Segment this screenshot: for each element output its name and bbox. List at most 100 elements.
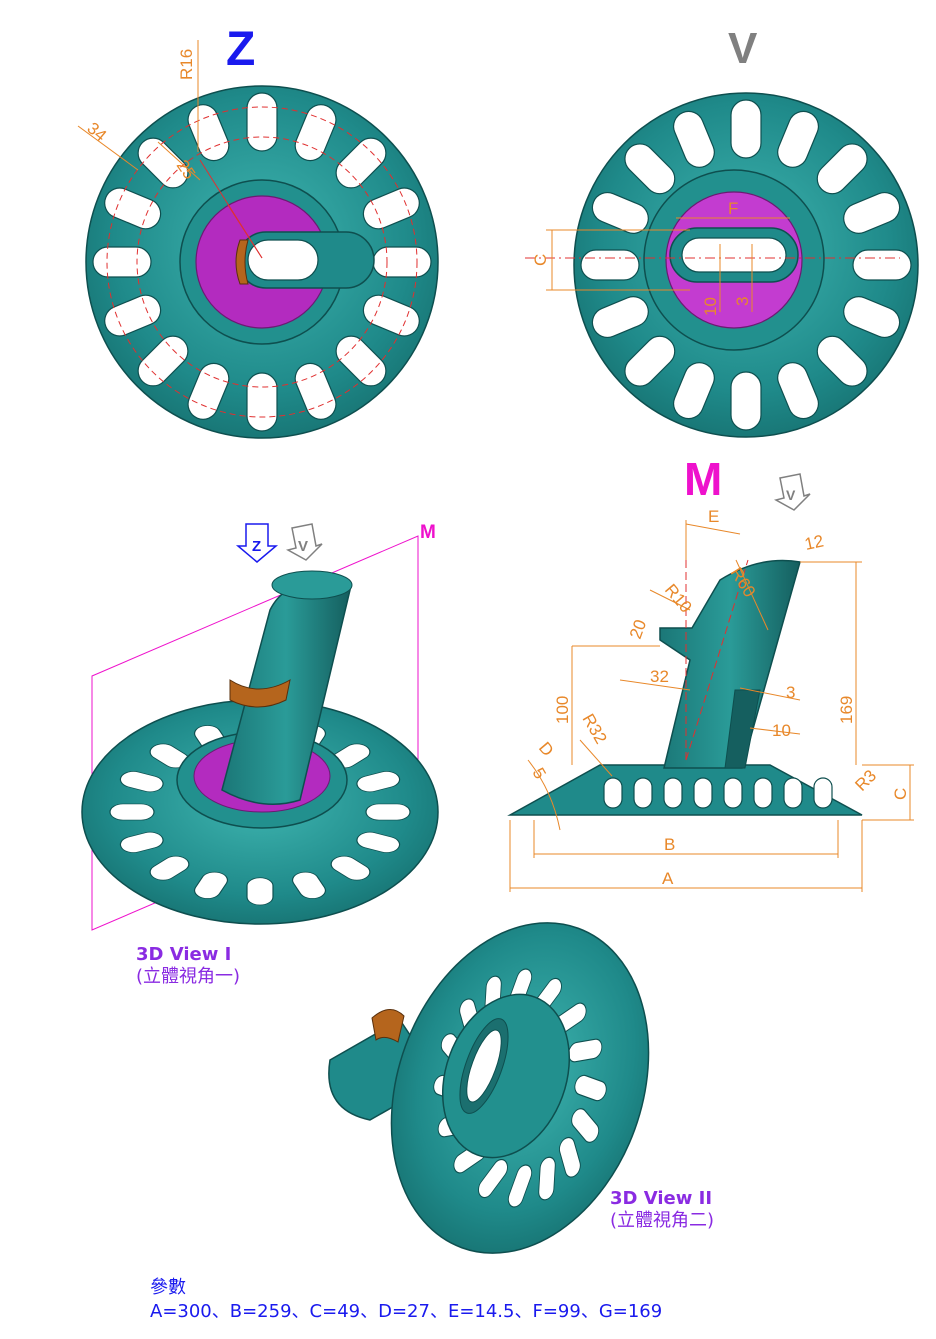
slot-hole [294,104,337,162]
m-dim-d: D [535,738,557,760]
slot-hole [330,855,371,881]
slot-hole [149,855,190,881]
slot-hole [246,372,278,432]
slot-hole [246,877,274,906]
slot-hole [852,249,912,281]
z-view-disk [77,40,439,439]
v-view-disk [525,92,919,438]
view3d-1-arrow-v-label: V [298,538,308,555]
slot-hole [246,92,278,152]
slot-hole [730,99,762,159]
v-dim-c: C [531,254,550,266]
slot-hole [574,1074,607,1102]
slot-hole [624,143,676,195]
slot-hole [356,831,401,853]
parameter-label: 參數 [150,1277,186,1298]
slot-hole [187,362,230,420]
m-view-label: M [684,453,723,505]
slot-hole [559,1136,581,1178]
view3d-1-caption: 3D View I (立體視角一) [136,944,240,988]
m-dim-12: 12 [803,531,825,554]
slot-hole [365,803,411,821]
slot-hole [730,371,762,431]
v-view-slots [580,99,912,431]
m-dim-10: 10 [772,721,791,740]
slot-hole [672,110,715,168]
slot-hole [104,294,162,337]
slot-hole [843,296,901,339]
m-dim-5: 5 [529,765,550,783]
parameter-block: 參數 A=300、B=259、C=49、D=27、E=14.5、F=99、G=1… [150,1276,662,1324]
slot-hole [624,335,676,387]
slot-hole [362,294,420,337]
z-dim-r16: R16 [177,49,196,80]
slot-hole [294,362,337,420]
slot-hole [356,771,401,793]
view3d-2-model [328,922,650,1254]
view3d-1-title: 3D View I [136,944,232,965]
view3d-2-caption: 3D View II (立體視角二) [610,1188,714,1232]
slot-hole [119,771,164,793]
v-dim-3: 3 [733,297,752,306]
z-view-label: Z [226,23,256,76]
slot-hole [92,246,152,278]
slot-hole [633,777,653,809]
slot-hole [104,187,162,230]
view3d-1-slots [109,718,411,906]
view3d-2-subtitle: (立體視角二) [610,1210,715,1231]
slot-hole [109,803,155,821]
slot-hole [137,137,189,189]
m-view-arrow-v-label: V [786,487,796,503]
slot-hole [362,187,420,230]
slot-hole [580,249,640,281]
slot-hole [816,143,868,195]
slot-hole [478,1158,508,1199]
z-view-slots [92,92,432,432]
slot-hole [603,777,623,809]
m-dim-e: E [708,507,719,526]
m-dim-3: 3 [786,683,795,702]
slot-hole [816,335,868,387]
m-dim-c: C [891,788,910,800]
view3d-1-arrow-z-label: Z [252,538,261,555]
slot-hole [335,137,387,189]
slot-hole [591,191,649,234]
slot-hole [119,831,164,853]
slot-hole [777,110,820,168]
m-dim-169: 169 [837,696,856,724]
slot-hole [777,362,820,420]
m-dim-100: 100 [553,696,572,724]
slot-hole [591,296,649,339]
slot-hole [783,777,803,809]
view3d-1-model [81,523,439,931]
m-dim-r3: R3 [851,766,880,795]
slot-hole [335,335,387,387]
z-dim-34: 34 [83,119,110,146]
slot-hole [291,871,327,899]
slot-hole [693,777,713,809]
slot-hole [538,1156,556,1201]
slot-hole [137,335,189,387]
v-view-label: V [728,24,758,73]
view3d-1-subtitle: (立體視角一) [136,966,241,987]
slot-hole [663,777,683,809]
m-dim-b: B [664,835,675,854]
view3d-2-title: 3D View II [610,1188,713,1209]
m-dim-20: 20 [626,617,650,641]
m-view-slots [603,777,833,809]
slot-hole [813,777,833,809]
slot-hole [753,777,773,809]
m-dim-32: 32 [650,667,669,686]
slot-hole [507,1164,533,1208]
slot-hole [193,871,229,899]
m-view-section [507,473,914,892]
m-dim-a: A [662,869,674,888]
v-dim-10: 10 [701,297,720,316]
m-dim-r32: R32 [579,711,611,748]
v-dim-f: F [728,199,738,218]
slot-hole [672,362,715,420]
slot-hole [571,1108,600,1143]
m-dim-r10: R10 [661,580,696,616]
